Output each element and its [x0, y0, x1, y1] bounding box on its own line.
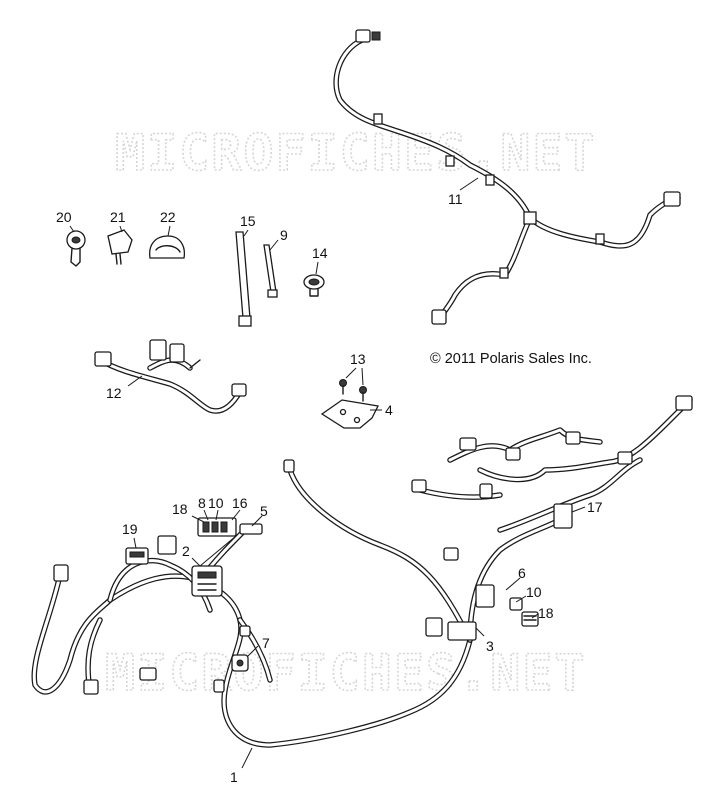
leader-17 — [571, 506, 586, 513]
callout-18a: 18 — [172, 501, 188, 517]
callout-9: 9 — [280, 227, 288, 243]
leader-13a — [345, 367, 357, 379]
part-22-clamp — [149, 235, 186, 259]
watermark-bottom: MICROFICHES.NET — [105, 644, 587, 702]
callout-17: 17 — [587, 499, 603, 515]
part-right-fuse-parts — [509, 597, 539, 627]
callout-2: 2 — [182, 543, 190, 559]
leader-15 — [243, 229, 249, 237]
callout-8: 8 — [198, 495, 206, 511]
harness-11 — [333, 29, 681, 325]
leader-11 — [459, 177, 479, 191]
leader-fuse-link — [199, 535, 237, 567]
part-4-bracket — [320, 399, 379, 429]
part-2-fuse-box — [191, 565, 223, 597]
part-fuse-block — [197, 517, 263, 537]
part-19-relay — [125, 535, 177, 565]
copyright-text: © 2011 Polaris Sales Inc. — [430, 351, 592, 367]
leader-8 — [203, 509, 209, 521]
leader-18a — [191, 515, 205, 523]
leader-6 — [505, 577, 521, 591]
leader-18b — [531, 613, 539, 619]
leader-2 — [191, 557, 201, 567]
leader-10b — [515, 595, 527, 603]
leader-14 — [315, 261, 319, 275]
callout-13: 13 — [350, 351, 366, 367]
callout-18b: 18 — [538, 605, 554, 621]
leader-10a — [215, 509, 219, 521]
leader-12 — [127, 375, 143, 387]
leader-16 — [231, 509, 241, 521]
leader-9 — [269, 239, 279, 251]
callout-1: 1 — [230, 769, 238, 785]
callout-7: 7 — [262, 635, 270, 651]
callout-3: 3 — [486, 638, 494, 654]
callout-11: 11 — [448, 191, 463, 207]
harness-1-main — [31, 395, 693, 748]
leader-7 — [247, 645, 259, 657]
leader-20 — [69, 225, 75, 233]
callout-20: 20 — [56, 209, 72, 225]
part-7-connector — [231, 625, 251, 672]
leader-5 — [251, 515, 263, 527]
callout-19: 19 — [122, 521, 138, 537]
callout-21: 21 — [110, 209, 126, 225]
part-15-cable-tie — [235, 231, 252, 327]
callout-12: 12 — [106, 385, 122, 401]
callout-15: 15 — [240, 213, 256, 229]
callout-10b: 10 — [526, 584, 542, 600]
callout-10a: 10 — [208, 495, 224, 511]
callout-22: 22 — [160, 209, 176, 225]
leader-13b — [361, 367, 364, 386]
harness-12 — [94, 339, 247, 414]
part-20-pushpin — [66, 230, 86, 267]
leader-1 — [241, 747, 253, 769]
leader-19 — [133, 537, 137, 549]
watermark-top: MICROFICHES.NET — [115, 124, 597, 182]
leader-21 — [119, 225, 123, 233]
leader-3 — [475, 627, 485, 637]
leader-22 — [167, 225, 171, 237]
callout-14: 14 — [312, 245, 328, 261]
callout-6: 6 — [518, 565, 526, 581]
callout-4: 4 — [385, 402, 393, 418]
callout-5: 5 — [260, 503, 268, 519]
part-14-grommet — [303, 274, 325, 297]
part-13-bolts — [339, 379, 367, 402]
part-9-cable-tie — [263, 244, 278, 298]
callout-16: 16 — [232, 495, 248, 511]
part-21-clip — [107, 229, 133, 265]
